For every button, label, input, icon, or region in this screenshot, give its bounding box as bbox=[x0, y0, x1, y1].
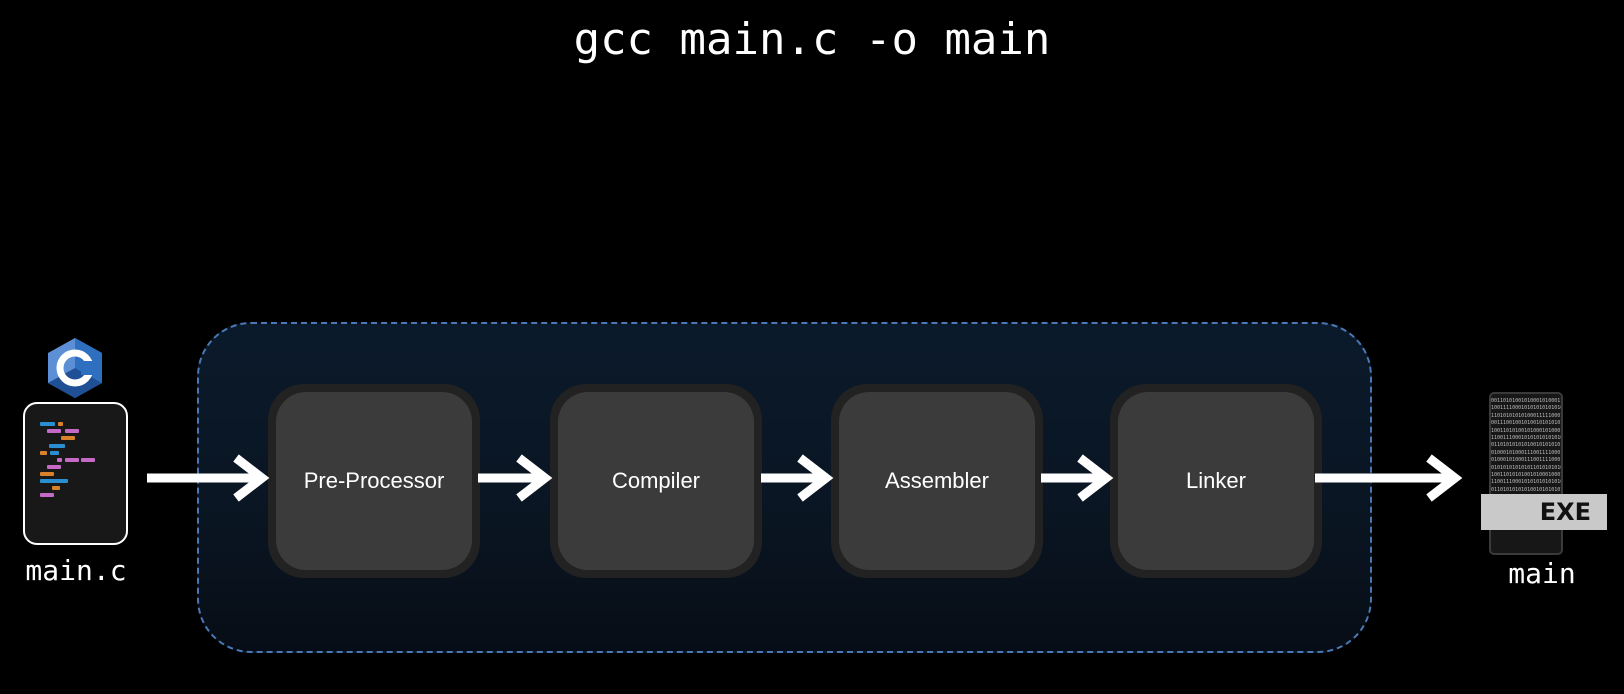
source-file-label: main.c bbox=[25, 554, 127, 587]
stage-label: Linker bbox=[1186, 468, 1246, 493]
stage-compiler: Compiler bbox=[550, 384, 762, 578]
stage-pre-processor: Pre-Processor bbox=[268, 384, 480, 578]
stage-label: Compiler bbox=[611, 468, 701, 493]
stage-assembler: Assembler bbox=[831, 384, 1043, 578]
arrow-source-to-preprocessor bbox=[147, 454, 270, 502]
source-file-icon bbox=[23, 402, 128, 545]
exe-badge: EXE bbox=[1481, 494, 1607, 530]
arrow-assembler-to-linker bbox=[1041, 454, 1114, 502]
c-language-icon bbox=[48, 338, 102, 398]
exe-badge-label: EXE bbox=[1539, 498, 1591, 526]
output-file-label: main bbox=[1508, 557, 1576, 590]
arrow-linker-to-output bbox=[1315, 454, 1463, 502]
executable-file-icon: 001101010010100010100011 100111100010101… bbox=[1489, 392, 1563, 555]
code-lines bbox=[40, 422, 95, 497]
command-title: gcc main.c -o main bbox=[573, 14, 1051, 65]
arrow-preprocessor-to-compiler bbox=[478, 454, 553, 502]
arrow-compiler-to-assembler bbox=[761, 454, 834, 502]
stage-label: Assembler bbox=[885, 468, 989, 493]
stage-label: Pre-Processor bbox=[303, 468, 445, 493]
stage-linker: Linker bbox=[1110, 384, 1322, 578]
